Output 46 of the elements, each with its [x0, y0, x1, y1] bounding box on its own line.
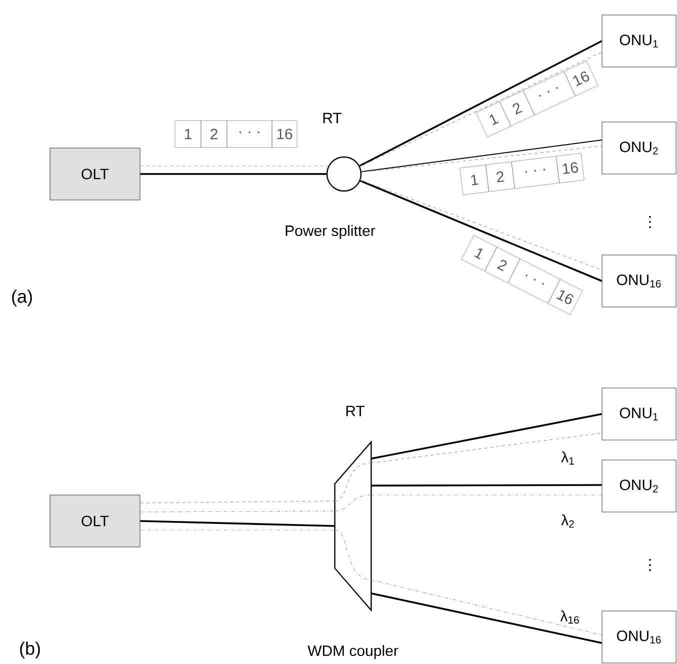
frame-cell: 16: [272, 120, 298, 148]
fiber-line: [360, 140, 602, 172]
frame-cell: 2: [484, 246, 520, 284]
unit-box: ONU$_{2}$: [602, 122, 676, 174]
signal-path: [370, 432, 602, 464]
node-caption: RT: [346, 406, 365, 416]
frame-cell: 16: [548, 279, 583, 315]
terminal-box: OLT: [50, 494, 140, 548]
panel-label: (a): [12, 290, 32, 306]
signal-path: [370, 580, 602, 636]
fiber-line: [371, 592, 602, 644]
wavelength-label: λ$_{1}$: [561, 451, 574, 465]
node-caption: RT: [323, 112, 342, 124]
frame-cell: 2: [499, 90, 535, 126]
unit-box: ONU$_{16}$: [602, 254, 676, 308]
node-caption: Power splitter: [286, 225, 376, 239]
frame-cell: 1: [174, 120, 202, 148]
splitter-circle: [326, 156, 362, 192]
wavelength-label: λ$_{16}$: [560, 610, 579, 624]
signal-path: [140, 510, 336, 512]
fiber-line: [140, 173, 326, 175]
panel-label: (b): [20, 642, 40, 658]
frame-cell: 1: [476, 101, 512, 138]
fiber-line: [140, 520, 335, 527]
frame-cell: 2: [485, 162, 515, 192]
fiber-line: [371, 484, 602, 486]
vertical-dots: ⋮: [649, 558, 651, 572]
frame-cell: 1: [461, 235, 498, 272]
unit-box: ONU$_{1}$: [602, 14, 676, 68]
frame-cell: 16: [564, 60, 598, 96]
unit-box: ONU$_{2}$: [602, 460, 676, 512]
frame-cell: · · ·: [511, 156, 560, 189]
terminal-box: OLT: [50, 148, 140, 200]
vertical-dots: ⋮: [649, 216, 651, 228]
signal-path: [361, 146, 602, 172]
node-caption: WDM coupler: [308, 645, 398, 659]
signal-path: [370, 494, 602, 496]
fiber-line: [371, 413, 602, 460]
frame-cell: 2: [200, 120, 228, 148]
frame-cell: · · ·: [226, 120, 272, 148]
frame-cell: 1: [460, 164, 490, 196]
wavelength-label: λ$_{2}$: [561, 514, 574, 528]
unit-box: ONU$_{16}$: [602, 610, 676, 664]
frame-cell: 16: [556, 152, 584, 184]
unit-box: ONU$_{1}$: [602, 388, 676, 440]
signal-path: [140, 500, 336, 504]
